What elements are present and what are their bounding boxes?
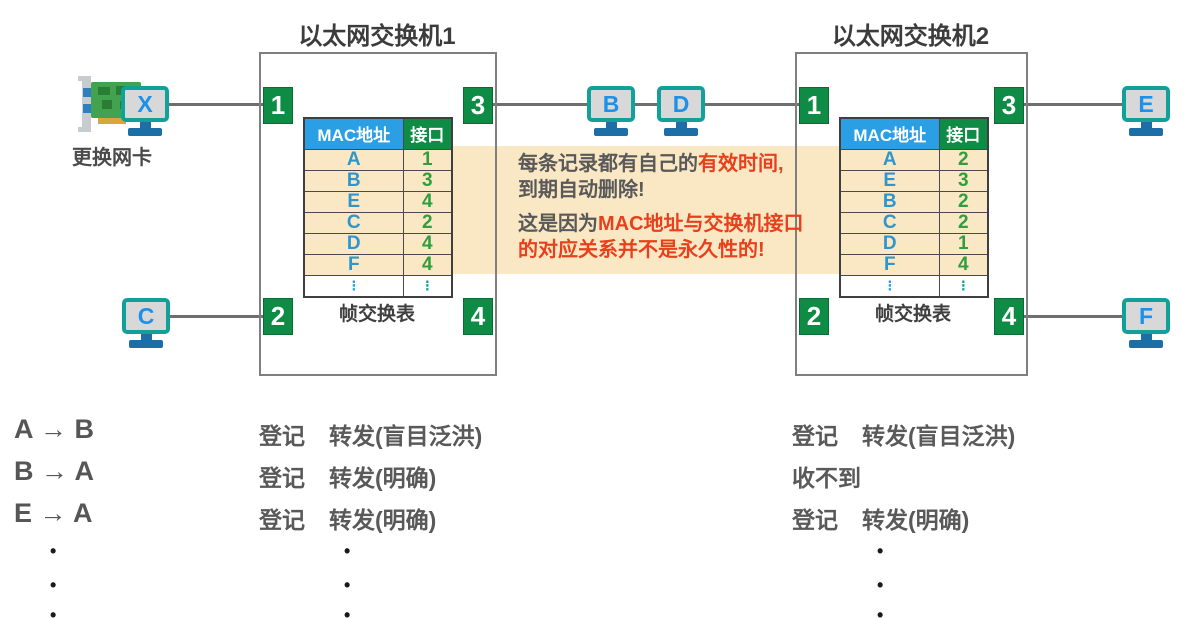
switch1-box xyxy=(259,52,497,376)
ellipsis-dot: • xyxy=(344,541,351,561)
switch2-port-2: 2 xyxy=(799,298,829,335)
switch2-table-header-mac: MAC地址 xyxy=(839,117,940,150)
switch2-port-3: 3 xyxy=(994,87,1024,124)
table-row-ellipsis: ⋮⋮ xyxy=(839,274,989,298)
switch2-table-caption: 帧交换表 xyxy=(874,304,951,325)
ellipsis-dot: • xyxy=(344,575,351,595)
switch2-box xyxy=(795,52,1028,376)
computer-c: C xyxy=(122,298,170,348)
switch2-title: 以太网交换机2 xyxy=(831,23,990,50)
table-row-ellipsis: ⋮⋮ xyxy=(303,274,453,298)
ellipsis-dot: • xyxy=(877,605,884,618)
ellipsis-dot: • xyxy=(877,541,884,561)
switch1-table-caption: 帧交换表 xyxy=(338,304,415,325)
switch1-port-3: 3 xyxy=(463,87,493,124)
switch1-result-row2: 登记转发(明确) xyxy=(259,465,437,491)
computer-f-label: F xyxy=(1122,298,1170,334)
ellipsis-dot: • xyxy=(50,605,57,618)
ellipsis-dot: • xyxy=(344,605,351,618)
flow-a-to-b: A → B xyxy=(14,414,94,444)
switch1-result-row3: 登记转发(明确) xyxy=(259,507,437,533)
wire-sw1p3-sw2p1 xyxy=(493,103,800,106)
computer-x-label: X xyxy=(121,86,169,122)
nic-label: 更换网卡 xyxy=(72,147,152,169)
switch2-table-header-port: 接口 xyxy=(938,117,989,150)
computer-x: X xyxy=(121,86,169,136)
switch2-port-4: 4 xyxy=(994,298,1024,335)
ellipsis-dot: • xyxy=(50,541,57,561)
switch2-result-row1: 登记转发(盲目泛洪) xyxy=(792,423,1016,449)
switch1-result-row1: 登记转发(盲目泛洪) xyxy=(259,423,483,449)
computer-d: D xyxy=(657,86,705,136)
ellipsis-dot: • xyxy=(877,575,884,595)
switch1-port-1: 1 xyxy=(263,87,293,124)
computer-c-label: C xyxy=(122,298,170,334)
computer-f: F xyxy=(1122,298,1170,348)
wire-x-sw1p1 xyxy=(169,103,263,106)
switch2-result-row2: 收不到 xyxy=(792,465,861,491)
switch1-table-header-port: 接口 xyxy=(402,117,453,150)
switch2-result-row3: 登记转发(明确) xyxy=(792,507,970,533)
flow-b-to-a: B → A xyxy=(14,456,94,486)
flow-e-to-a: E → A xyxy=(14,498,93,528)
switch1-port-4: 4 xyxy=(463,298,493,335)
computer-e-label: E xyxy=(1122,86,1170,122)
switch1-port-2: 2 xyxy=(263,298,293,335)
switch1-title: 以太网交换机1 xyxy=(298,23,456,50)
computer-b: B xyxy=(587,86,635,136)
computer-e: E xyxy=(1122,86,1170,136)
computer-b-label: B xyxy=(587,86,635,122)
computer-d-label: D xyxy=(657,86,705,122)
callout-note: 每条记录都有自己的有效时间, 到期自动删除! 这是因为MAC地址与交换机接口 的… xyxy=(518,151,828,271)
wire-sw2p3-e xyxy=(1024,103,1122,106)
switch2-port-1: 1 xyxy=(799,87,829,124)
ellipsis-dot: • xyxy=(50,575,57,595)
callout-line-1-2: 每条记录都有自己的有效时间, 到期自动删除! xyxy=(518,153,784,201)
callout-line-3-4: 这是因为MAC地址与交换机接口 的对应关系并不是永久性的! xyxy=(518,213,804,261)
wire-c-sw1p2 xyxy=(170,315,263,318)
switch1-table-header-mac: MAC地址 xyxy=(303,117,404,150)
wire-sw2p4-f xyxy=(1024,315,1122,318)
